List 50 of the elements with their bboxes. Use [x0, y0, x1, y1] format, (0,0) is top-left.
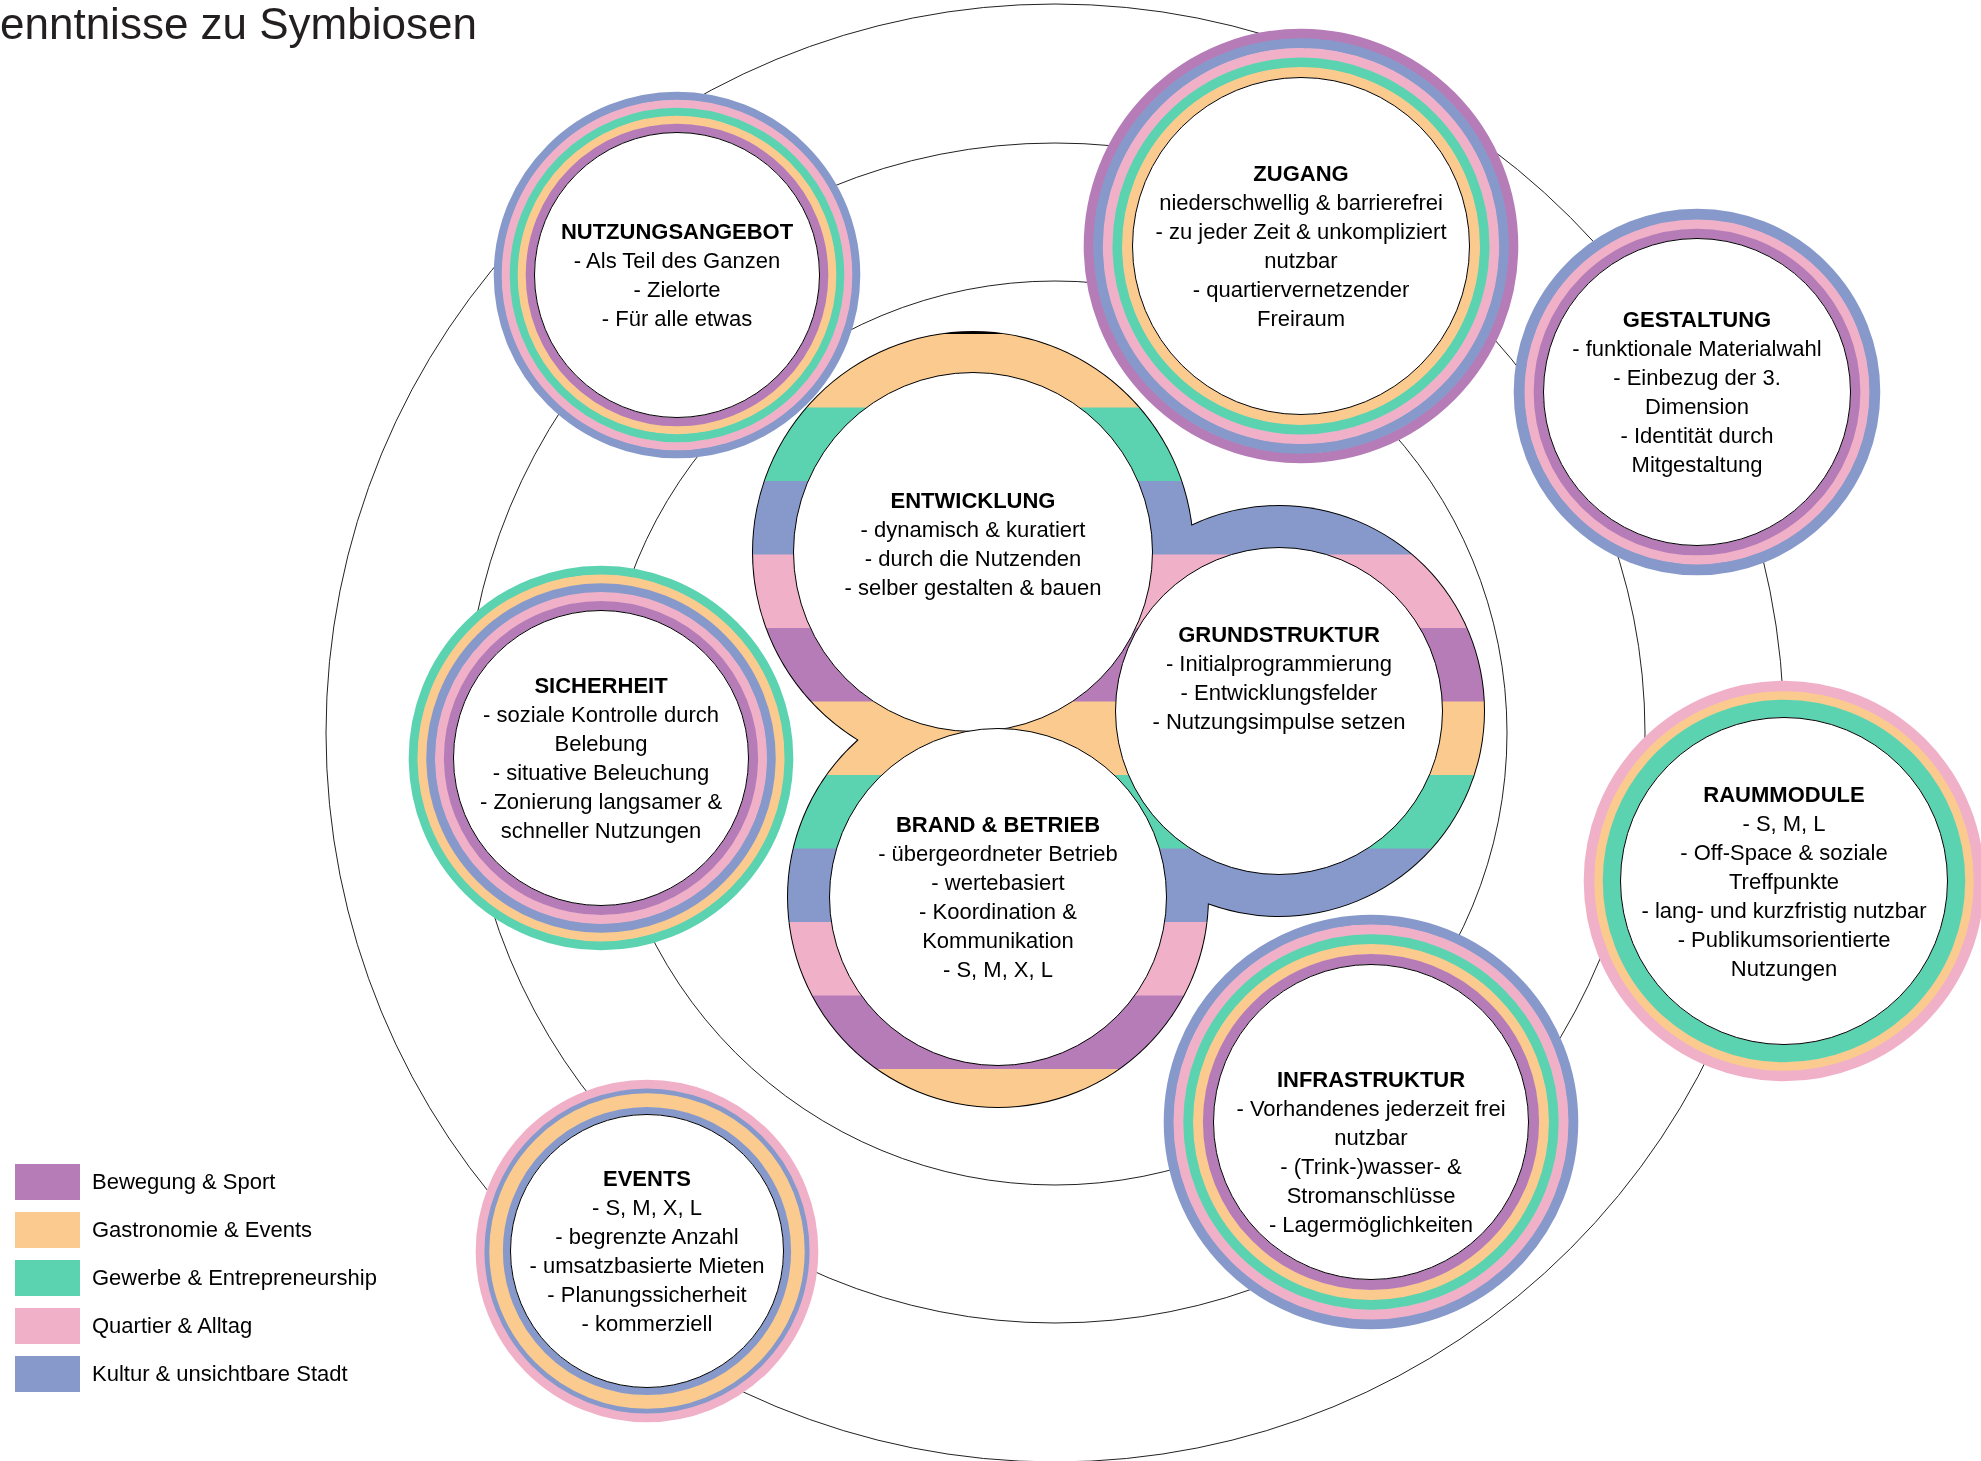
- topic-heading: EVENTS: [603, 1165, 691, 1193]
- topic-heading: ENTWICKLUNG: [890, 487, 1056, 515]
- topic-point: - zu jeder Zeit & unkompliziert nutzbar: [1154, 218, 1448, 275]
- topic-point: - Entwicklungsfelder: [1180, 679, 1378, 707]
- legend-label: Gastronomie & Events: [92, 1217, 313, 1243]
- topic-point: - (Trink-)wasser- & Stromanschlüsse: [1279, 1153, 1463, 1210]
- topic-heading: BRAND & BETRIEB: [895, 811, 1101, 839]
- topic-point: - S, M, X, L: [943, 956, 1053, 984]
- topic-point: - selber gestalten & bauen: [844, 574, 1102, 602]
- topic-point: - dynamisch & kuratiert: [860, 516, 1086, 544]
- legend-label: Bewegung & Sport: [92, 1169, 276, 1195]
- topic-point: - Zonierung langsamer & schneller Nutzungen: [478, 788, 724, 845]
- topic-heading: GESTALTUNG: [1622, 306, 1772, 334]
- topic-point: - situative Beleuchung: [492, 759, 710, 787]
- topic-point: - funktionale Materialwahl: [1572, 335, 1822, 363]
- topic-point: - übergeordneter Betrieb: [878, 840, 1118, 868]
- legend-label: Gewerbe & Entrepreneurship: [92, 1265, 377, 1291]
- topic-point: - Identität durch Mitgestaltung: [1619, 422, 1775, 479]
- topic-heading: INFRASTRUKTUR: [1276, 1066, 1466, 1094]
- topic-point: - kommerziell: [581, 1310, 713, 1338]
- topic-point: - Koordination & Kommunikation: [918, 898, 1078, 955]
- topic-point: - soziale Kontrolle durch Belebung: [482, 701, 720, 758]
- topic-point: niederschwellig & barrierefrei: [1159, 189, 1443, 217]
- topic-heading: NUTZUNGSANGEBOT: [560, 218, 794, 246]
- topic-point: - S, M, X, L: [592, 1194, 702, 1222]
- topic-point: - Planungssicherheit: [547, 1281, 747, 1309]
- topic-heading: SICHERHEIT: [534, 672, 668, 700]
- topic-point: - begrenzte Anzahl: [555, 1223, 739, 1251]
- topic-point: - Als Teil des Ganzen: [573, 247, 781, 275]
- legend-label: Kultur & unsichtbare Stadt: [92, 1361, 348, 1387]
- topic-point: - wertebasiert: [931, 869, 1065, 897]
- topic-heading: ZUGANG: [1253, 160, 1349, 188]
- topic-point: - durch die Nutzenden: [864, 545, 1082, 573]
- topic-point: - Einbezug der 3. Dimension: [1612, 364, 1782, 421]
- topic-point: - Für alle etwas: [601, 305, 753, 333]
- topic-point: - Publikumsorientierte Nutzungen: [1676, 925, 1892, 983]
- topic-heading: GRUNDSTRUKTUR: [1178, 621, 1380, 649]
- topic-point: - Nutzungsimpulse setzen: [1152, 708, 1406, 736]
- topic-point: - Zielorte: [633, 276, 721, 304]
- topic-point: - Off-Space & soziale Treffpunkte: [1679, 838, 1889, 896]
- topic-point: - Vorhandenes jederzeit frei nutzbar: [1235, 1095, 1507, 1152]
- topic-point: - quartiervernetzender Freiraum: [1191, 276, 1411, 333]
- topic-point: - umsatzbasierte Mieten: [529, 1252, 765, 1280]
- topic-point: - Initialprogrammierung: [1165, 650, 1393, 678]
- topic-point: - lang- und kurzfristig nutzbar: [1641, 896, 1927, 925]
- diagram-title: enntnisse zu Symbiosen: [0, 0, 477, 48]
- topic-point: - S, M, L: [1742, 809, 1826, 838]
- topic-point: - Lagermöglichkeiten: [1268, 1211, 1474, 1239]
- legend-label: Quartier & Alltag: [92, 1313, 253, 1339]
- topic-heading: RAUMMODULE: [1703, 780, 1865, 809]
